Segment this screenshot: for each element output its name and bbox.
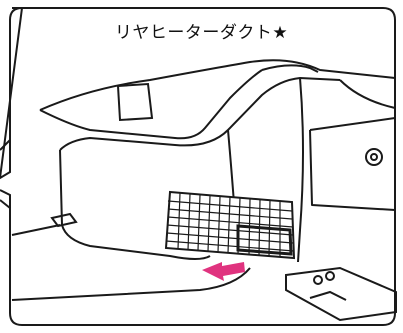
airflow-arrow-icon [202,262,245,281]
bolt-icon [365,148,383,166]
duct-highlight [236,224,293,256]
vent-grille [164,190,296,260]
figure-caption: リヤヒーターダクト★ [114,23,289,43]
callout-frame [0,6,396,326]
callout-pointer [0,139,11,209]
floor-lines [11,212,251,301]
headrest-block [116,82,154,122]
console-body [39,59,396,263]
floor-bracket [285,266,397,322]
